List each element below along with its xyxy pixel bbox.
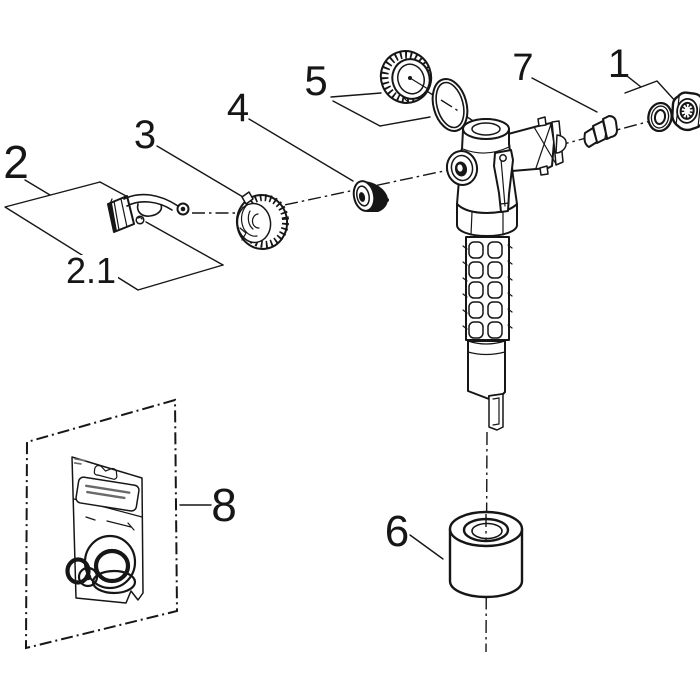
leader-1 xyxy=(626,75,642,88)
cap-o-ring xyxy=(431,78,469,132)
lower-tube xyxy=(467,340,506,431)
leader-5-oring xyxy=(332,100,431,127)
flow-insert xyxy=(583,115,618,148)
washer xyxy=(647,101,673,133)
bag-corner-print xyxy=(73,458,87,465)
leader-2 xyxy=(24,179,51,196)
union-nut xyxy=(671,91,700,132)
damper-cylinder xyxy=(448,510,524,599)
part-labels: 1 2 2.1 3 4 5 6 7 8 xyxy=(3,42,630,556)
leader-2-1-to-pin xyxy=(145,221,224,266)
front-strap xyxy=(493,149,514,213)
bag-printed-text xyxy=(85,484,131,500)
seal-kit-bag xyxy=(65,456,144,604)
side-port xyxy=(445,150,479,186)
float-lever-assembly xyxy=(107,193,190,233)
part-label-8: 8 xyxy=(211,479,237,531)
part-label-1: 1 xyxy=(608,42,630,86)
part-label-6: 6 xyxy=(385,507,409,556)
telescopic-shaft xyxy=(462,236,513,341)
adjustment-wheel xyxy=(235,191,290,250)
leader-4 xyxy=(248,118,354,182)
label-2-1-mask xyxy=(66,255,118,286)
kit-frame xyxy=(24,398,179,650)
part-label-5: 5 xyxy=(304,57,327,104)
leader-3 xyxy=(156,145,244,198)
bracket-2-stub-top xyxy=(99,181,129,198)
lever-pivot-pin xyxy=(135,215,145,225)
bracket-1 xyxy=(624,80,678,104)
part-label-2-1: 2.1 xyxy=(66,250,116,291)
seal-kit-group xyxy=(24,398,179,650)
leader-5-cap xyxy=(330,92,382,98)
leader-6 xyxy=(409,534,444,560)
callout-lines xyxy=(4,75,678,560)
leader-7 xyxy=(531,77,598,113)
part-label-4: 4 xyxy=(227,86,249,130)
bracket-2 xyxy=(4,181,224,291)
cap-assembly xyxy=(379,50,433,104)
bag-o-rings xyxy=(65,534,137,595)
valve-seal xyxy=(352,180,389,212)
fill-valve-body xyxy=(445,116,567,431)
part-label-7: 7 xyxy=(512,47,533,89)
part-label-2: 2 xyxy=(3,136,29,188)
axis-lines xyxy=(192,78,700,653)
inlet-arm xyxy=(507,122,555,172)
part-label-3: 3 xyxy=(134,113,156,157)
axis-vertical xyxy=(485,431,488,653)
